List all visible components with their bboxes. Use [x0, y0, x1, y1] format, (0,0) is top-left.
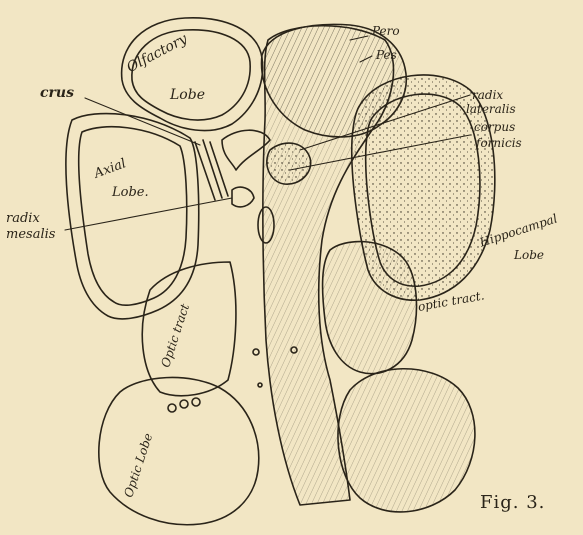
pero-label: Pero [372, 24, 400, 38]
small-cavity-lower [232, 187, 254, 207]
olfactory-lobe-inner [132, 30, 250, 120]
posterior-mass [338, 369, 475, 512]
radix-mesalis-label: radix [6, 212, 40, 226]
small-circle-6 [258, 383, 262, 387]
radix-lateralis-label-2: lateralis [466, 102, 516, 116]
small-circle-2 [180, 400, 188, 408]
optic-tract-right-shape [323, 242, 417, 374]
small-circle-4 [253, 349, 259, 355]
corpus-fornicis-label: corpus [474, 120, 515, 134]
pes-label: Pes [376, 48, 397, 62]
radix-lateralis-label: radix [472, 88, 503, 102]
hippocampal-lobe-label-2: Lobe [514, 248, 544, 262]
optic-lobe-shape [99, 377, 259, 524]
olfactory-lobe-outline [122, 18, 263, 131]
leader-crus [85, 98, 200, 145]
radix-mesalis-label-2: mesalis [6, 228, 55, 242]
crus-label: crus [40, 86, 74, 100]
small-circle-1 [168, 404, 176, 412]
corpus-fornicis-label-2: fornicis [476, 136, 522, 150]
small-circle-3 [192, 398, 200, 406]
axial-lobe-inner [79, 127, 187, 305]
olfactory-lobe-label-2: Lobe [170, 88, 205, 102]
figure-number: Fig. 3. [480, 496, 545, 510]
leader-radix-mesalis [65, 198, 232, 230]
axial-lobe-label-2: Lobe. [112, 186, 149, 200]
